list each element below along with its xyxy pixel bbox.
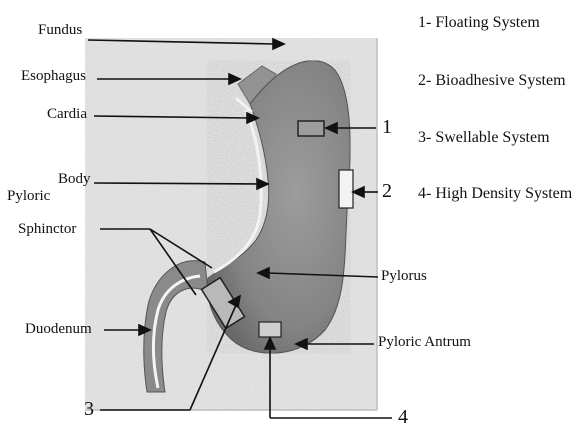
label-pylorus: Pylorus bbox=[381, 268, 427, 284]
device-floating bbox=[298, 121, 324, 136]
legend-item-high-density: 4- High Density System bbox=[418, 185, 572, 203]
marker-2: 2 bbox=[382, 181, 392, 201]
label-fundus: Fundus bbox=[38, 22, 82, 38]
label-body: Body bbox=[58, 171, 91, 187]
legend-item-bioadhesive: 2- Bioadhesive System bbox=[418, 72, 566, 90]
marker-1: 1 bbox=[382, 117, 392, 137]
legend-item-floating: 1- Floating System bbox=[418, 14, 540, 32]
label-pyloric-antrum: Pyloric Antrum bbox=[378, 334, 471, 350]
label-cardia: Cardia bbox=[47, 106, 87, 122]
legend-item-swellable: 3- Swellable System bbox=[418, 129, 550, 147]
device-high-density bbox=[259, 322, 281, 337]
label-esophagus: Esophagus bbox=[21, 68, 86, 84]
label-sphinctor: Sphinctor bbox=[18, 221, 76, 237]
device-bioadhesive bbox=[339, 170, 353, 208]
marker-4: 4 bbox=[398, 407, 408, 427]
label-duodenum: Duodenum bbox=[25, 321, 92, 337]
marker-3: 3 bbox=[84, 399, 94, 419]
label-pyloric: Pyloric bbox=[7, 188, 50, 204]
